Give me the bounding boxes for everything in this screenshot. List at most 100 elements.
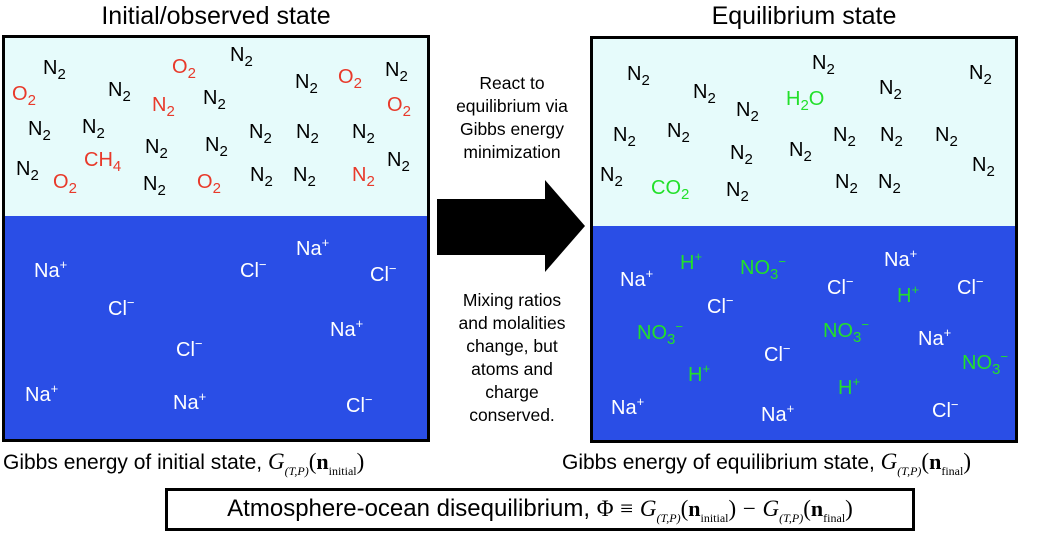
label-text: Gibbs energy of equilibrium state, — [562, 451, 875, 474]
species-n2: N2 — [693, 82, 716, 106]
species-subscript: 2 — [800, 97, 809, 114]
label-text: Gibbs energy of initial state, — [3, 451, 263, 474]
species-subscript: 3 — [853, 329, 862, 346]
species-symbol: N — [108, 79, 123, 101]
caption-line: and molalities — [458, 313, 566, 333]
species-symbol: O — [338, 66, 354, 88]
species-symbol: N — [352, 121, 367, 143]
species-symbol: N — [16, 158, 31, 180]
species-na-cation: Na+ — [884, 247, 917, 270]
species-symbol: N — [972, 154, 987, 176]
species-subscript: 2 — [244, 53, 253, 70]
species-charge: − — [778, 254, 786, 269]
species-symbol: N — [205, 134, 220, 156]
n-subscript: final — [823, 511, 846, 525]
species-n2: N2 — [880, 125, 903, 149]
species-n2: N2 — [730, 143, 753, 167]
species-n2: N2 — [387, 150, 410, 174]
species-symbol: NO — [637, 322, 667, 344]
species-h-cation: H+ — [838, 375, 860, 398]
species-na-cation: Na+ — [918, 326, 951, 349]
species-symbol: N — [878, 171, 893, 193]
paren: ( — [308, 449, 317, 474]
species-symbol: N — [152, 94, 167, 116]
n-vector: n — [688, 496, 701, 521]
species-symbol: N — [730, 142, 745, 164]
caption-line: React to — [479, 73, 545, 93]
tp-subscript: (T,P) — [779, 511, 804, 525]
species-symbol: O — [387, 94, 403, 116]
disequilibrium-equation: Atmosphere-ocean disequilibrium, Φ ≡ G(T… — [165, 488, 915, 531]
species-na-cation: Na+ — [330, 317, 363, 340]
paren: ( — [680, 496, 689, 521]
species-n2: N2 — [82, 117, 105, 141]
species-charge: + — [50, 381, 59, 396]
species-symbol: Cl — [764, 344, 783, 366]
caption-line: minimization — [463, 142, 561, 162]
species-subscript: 2 — [96, 125, 105, 142]
species-charge: − — [950, 397, 959, 412]
caption-line: conserved. — [469, 405, 555, 425]
species-subscript: 2 — [310, 130, 319, 147]
paren: ) — [728, 496, 737, 521]
caption-line: change, but — [466, 336, 558, 356]
species-subscript: 2 — [627, 133, 636, 150]
species-o2: O2 — [172, 57, 196, 81]
gibbs-symbol: G — [267, 449, 285, 474]
species-symbol: N — [143, 173, 158, 195]
species-symbol: N — [835, 171, 850, 193]
species-no3-anion: NO3− — [740, 255, 786, 282]
species-symbol: N — [250, 164, 265, 186]
species-na-cation: Na+ — [611, 395, 644, 418]
species-symbol: N — [969, 62, 984, 84]
species-subscript: 2 — [30, 167, 39, 184]
species-subscript: 2 — [986, 163, 995, 180]
species-subscript: 2 — [366, 173, 375, 190]
species-symbol: H — [688, 364, 703, 386]
species-h-cation: H+ — [680, 250, 702, 273]
species-cl-anion: Cl− — [240, 258, 266, 281]
species-symbol: Cl — [957, 277, 976, 299]
species-subscript: 2 — [893, 86, 902, 103]
species-charge: + — [59, 257, 68, 272]
species-symbol: NO — [740, 257, 770, 279]
species-subscript: 2 — [353, 75, 362, 92]
phi-symbol: Φ — [596, 496, 614, 521]
species-symbol: Na — [34, 260, 60, 282]
tp-subscript: (T,P) — [656, 511, 681, 525]
species-n2: N2 — [145, 137, 168, 161]
species-o2: O2 — [53, 172, 77, 196]
species-charge: − — [258, 257, 267, 272]
caption-line: Gibbs energy — [459, 119, 565, 139]
species-symbol: N — [387, 149, 402, 171]
species-n2: N2 — [667, 121, 690, 145]
paren: ) — [356, 449, 365, 474]
species-charge: + — [702, 361, 711, 376]
species-n2: N2 — [28, 119, 51, 143]
species-subscript: 2 — [892, 180, 901, 197]
species-symbol: Cl — [108, 298, 127, 320]
species-o2: O2 — [12, 84, 36, 108]
species-n2: N2 — [969, 63, 992, 87]
paren: ) — [845, 496, 853, 521]
species-symbol: CH — [84, 149, 113, 171]
species-n2: N2 — [878, 172, 901, 196]
species-charge: − — [861, 317, 869, 332]
species-na-cation: Na+ — [620, 267, 653, 290]
species-charge: − — [975, 274, 984, 289]
equilibrium-gibbs-label: Gibbs energy of equilibrium state, G(T,P… — [562, 449, 971, 479]
caption-line: Mixing ratios — [462, 290, 562, 310]
species-subscript: 3 — [667, 331, 676, 348]
species-charge: − — [675, 319, 683, 334]
species-symbol: O — [12, 83, 28, 105]
species-charge: + — [321, 235, 330, 250]
species-n2: N2 — [736, 100, 759, 124]
species-n2: N2 — [385, 60, 408, 84]
species-subscript: 2 — [27, 92, 36, 109]
species-n2: N2 — [296, 122, 319, 146]
species-cl-anion: Cl− — [827, 275, 853, 298]
tp-subscript: (T,P) — [284, 464, 309, 478]
species-subscript: 2 — [159, 145, 168, 162]
species-symbol: N — [230, 44, 245, 66]
